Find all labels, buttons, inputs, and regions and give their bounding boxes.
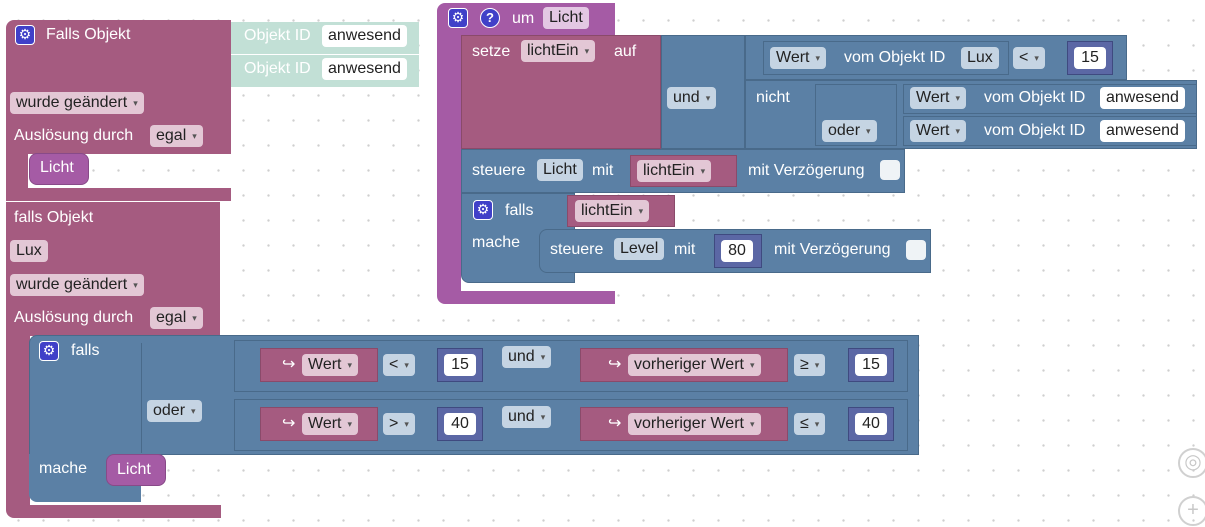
op-dropdown-row1-a[interactable]: <▾ <box>383 354 415 376</box>
steuere-label-2: steuere <box>550 241 604 258</box>
arrow-icon: ↪ <box>608 356 622 373</box>
function-block-bottom <box>437 291 615 304</box>
setze-variable-dropdown[interactable]: lichtEin▾ <box>521 40 596 62</box>
ausloesung-dropdown-2[interactable]: egal▾ <box>150 307 203 329</box>
op-dropdown-row1-b[interactable]: ≥▾ <box>794 354 826 376</box>
um-label: um <box>512 10 535 27</box>
wert-dropdown-anw-2[interactable]: Wert▾ <box>910 120 967 142</box>
vom-objekt-label-anw-2: vom Objekt ID <box>984 122 1086 139</box>
call-licht-block-2[interactable] <box>106 454 166 486</box>
mit-label-1: mit <box>592 162 614 179</box>
mache-label-fn: mache <box>472 234 521 251</box>
falls-var-dropdown[interactable]: lichtEin▾ <box>575 200 650 222</box>
gear-icon[interactable]: ⚙ <box>15 25 35 45</box>
number-field-row2-a[interactable]: 40 <box>444 413 476 435</box>
wert-dropdown-lux[interactable]: Wert▾ <box>770 47 827 69</box>
nicht-label: nicht <box>756 89 790 106</box>
number-field-row2-b[interactable]: 40 <box>855 413 887 435</box>
und-dropdown-row2[interactable]: und▾ <box>502 406 552 428</box>
gear-icon[interactable]: ⚙ <box>448 8 468 28</box>
call-licht-label-2: Licht <box>117 461 151 478</box>
und-dropdown[interactable]: und▾ <box>667 87 717 109</box>
wert-dropdown-row1[interactable]: Wert▾ <box>302 354 359 376</box>
anwesend-id-2[interactable]: anwesend <box>1100 120 1185 142</box>
number-field-row1-b[interactable]: 15 <box>855 354 887 376</box>
oder-dropdown-fn[interactable]: oder▾ <box>822 120 877 142</box>
vorheriger-dropdown-row2[interactable]: vorheriger Wert▾ <box>628 413 761 435</box>
verzoegerung-checkbox-2[interactable] <box>906 240 926 260</box>
steuere-label-1: steuere <box>472 162 526 179</box>
wert-dropdown-row2[interactable]: Wert▾ <box>302 413 359 435</box>
level-number-field[interactable]: 80 <box>721 240 753 262</box>
arrow-icon: ↪ <box>608 415 622 432</box>
lux-number-field[interactable]: 15 <box>1074 47 1106 69</box>
objekt-id-label-2: Objekt ID <box>244 60 311 77</box>
lichtein-dropdown[interactable]: lichtEin▾ <box>637 160 712 182</box>
steuere-target-1[interactable]: Licht <box>537 159 583 181</box>
zoom-in-icon[interactable]: + <box>1178 496 1205 526</box>
falls-objekt-block-2-bottom <box>6 505 221 518</box>
falls-objekt-block-1-left-arm <box>6 150 28 190</box>
vom-objekt-label-lux: vom Objekt ID <box>844 49 946 66</box>
falls-objekt-title-2: falls Objekt <box>14 209 94 226</box>
verzoegerung-label-2: mit Verzögerung <box>774 241 891 258</box>
vom-objekt-label-anw-1: vom Objekt ID <box>984 89 1086 106</box>
steuere-target-2[interactable]: Level <box>614 238 665 260</box>
objekt-id-label-1: Objekt ID <box>244 27 311 44</box>
falls-objekt-block-1-bottom <box>6 188 231 201</box>
trigger-dropdown-1[interactable]: wurde geändert▾ <box>10 92 144 114</box>
verzoegerung-checkbox-1[interactable] <box>880 160 900 180</box>
mit-label-2: mit <box>674 241 696 258</box>
vorheriger-dropdown-row1[interactable]: vorheriger Wert▾ <box>628 354 761 376</box>
ausloesung-label-2: Auslösung durch <box>14 309 134 326</box>
wert-dropdown-anw-1[interactable]: Wert▾ <box>910 87 967 109</box>
lux-object-field[interactable]: Lux <box>10 240 48 262</box>
trigger-dropdown-2[interactable]: wurde geändert▾ <box>10 274 144 296</box>
falls-objekt-block-2-left-arm <box>6 335 30 507</box>
ausloesung-dropdown-1[interactable]: egal▾ <box>150 125 203 147</box>
call-licht-label-1: Licht <box>40 159 74 176</box>
function-name-field[interactable]: Licht <box>543 7 589 29</box>
gear-icon[interactable]: ⚙ <box>473 200 493 220</box>
number-field-row1-a[interactable]: 15 <box>444 354 476 376</box>
mache-label: mache <box>39 460 88 477</box>
call-licht-block-1[interactable] <box>29 153 89 185</box>
ausloesung-label-1: Auslösung durch <box>14 127 134 144</box>
falls-label-fn: falls <box>505 202 534 219</box>
objekt-id-value-2[interactable]: anwesend <box>322 58 407 80</box>
op-dropdown-row2-a[interactable]: >▾ <box>383 413 415 435</box>
recenter-icon[interactable]: ◎ <box>1178 448 1205 478</box>
falls-objekt-title: Falls Objekt <box>46 26 131 43</box>
arrow-icon: ↪ <box>282 356 296 373</box>
auf-label: auf <box>614 43 637 60</box>
setze-label: setze <box>472 43 511 60</box>
arrow-icon: ↪ <box>282 415 296 432</box>
objekt-id-value-1[interactable]: anwesend <box>322 25 407 47</box>
oder-dropdown[interactable]: oder▾ <box>147 400 202 422</box>
und-dropdown-row1[interactable]: und▾ <box>502 346 552 368</box>
lt-op-dropdown[interactable]: <▾ <box>1013 47 1045 69</box>
gear-icon[interactable]: ⚙ <box>39 341 59 361</box>
function-block-left-arm <box>437 35 461 295</box>
falls-if-condition-column <box>141 343 229 453</box>
help-icon[interactable]: ? <box>480 8 500 28</box>
op-dropdown-row2-b[interactable]: ≤▾ <box>794 413 826 435</box>
verzoegerung-label-1: mit Verzögerung <box>748 162 865 179</box>
lux-object-id[interactable]: Lux <box>961 47 999 69</box>
anwesend-id-1[interactable]: anwesend <box>1100 87 1185 109</box>
falls-label: falls <box>71 342 100 359</box>
